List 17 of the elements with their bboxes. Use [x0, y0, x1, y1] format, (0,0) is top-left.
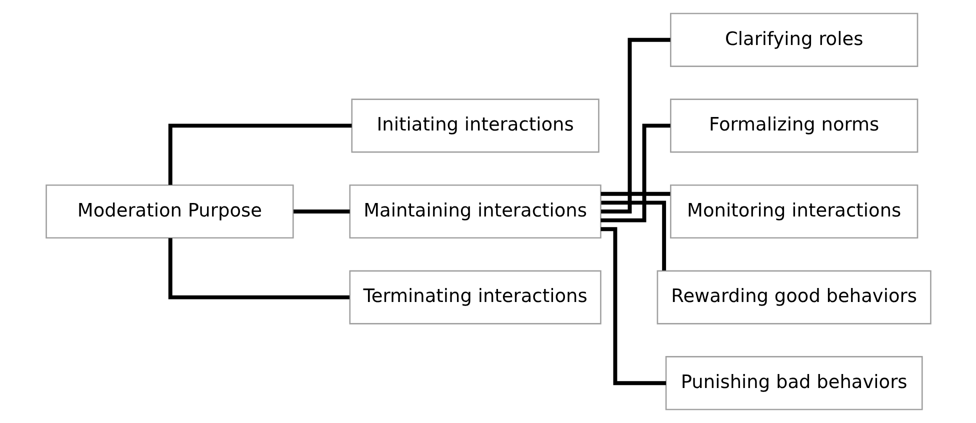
node-box: Initiating interactions — [350, 98, 599, 153]
connector — [600, 124, 670, 222]
connector — [168, 124, 352, 185]
node-box: Clarifying roles — [670, 12, 918, 67]
connector — [293, 210, 350, 214]
node-box: Punishing bad behaviors — [664, 356, 922, 410]
connector — [600, 200, 666, 270]
node-box: Terminating interactions — [348, 270, 601, 324]
node-box: Moderation Purpose — [45, 184, 294, 239]
connector — [168, 238, 349, 300]
node-box: Formalizing norms — [670, 98, 918, 153]
connector — [600, 227, 666, 386]
node-box: Monitoring interactions — [670, 184, 918, 239]
connector — [600, 192, 670, 196]
node-box: Rewarding good behaviors — [656, 270, 931, 324]
connector — [600, 38, 670, 214]
node-box: Maintaining interactions — [348, 184, 601, 239]
